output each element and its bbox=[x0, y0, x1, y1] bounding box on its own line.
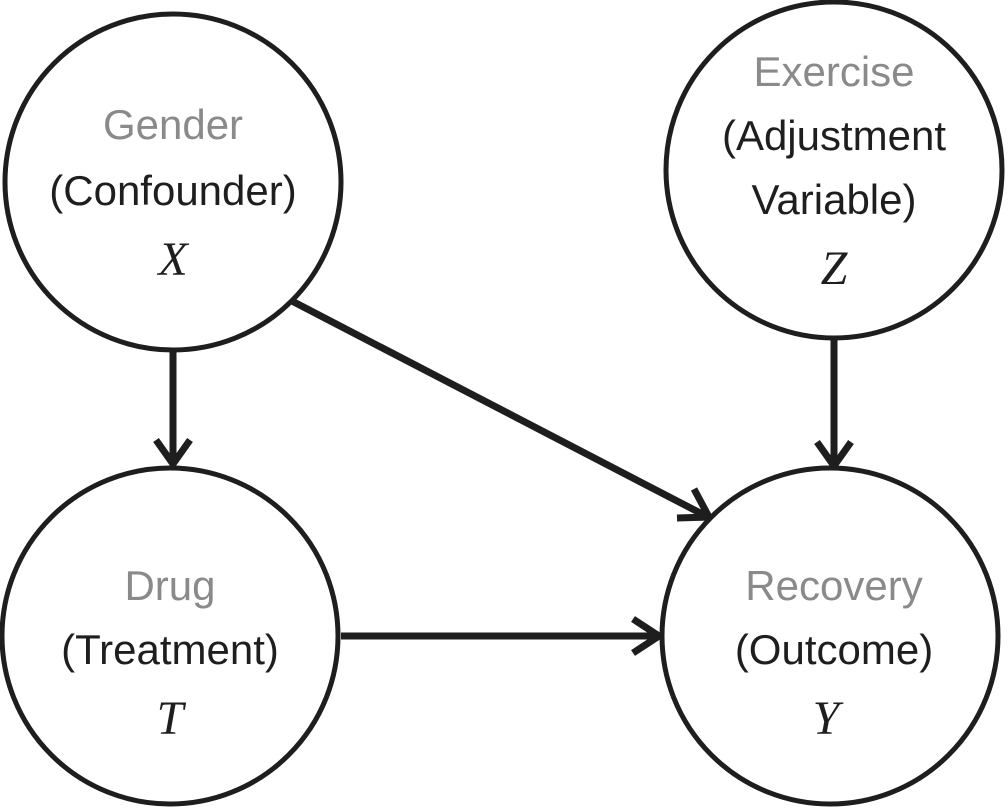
node-recovery-role: (Outcome) bbox=[735, 626, 933, 673]
edge-t-to-y bbox=[341, 616, 666, 656]
node-exercise-role-line1: (Adjustment bbox=[722, 112, 946, 159]
node-exercise-symbol: Z bbox=[821, 242, 849, 295]
node-exercise-name: Exercise bbox=[753, 48, 914, 95]
edge-x-to-y bbox=[288, 296, 715, 522]
node-exercise: Exercise (Adjustment Variable) Z bbox=[663, 0, 1005, 341]
node-drug: Drug (Treatment) T bbox=[0, 465, 341, 807]
node-gender-role: (Confounder) bbox=[49, 167, 296, 214]
node-gender: Gender (Confounder) X bbox=[2, 11, 344, 353]
edge-x-to-t bbox=[153, 348, 193, 471]
node-drug-symbol: T bbox=[157, 692, 187, 745]
edge-z-to-y bbox=[814, 338, 854, 473]
node-recovery: Recovery (Outcome) Y bbox=[659, 465, 1001, 807]
node-recovery-name: Recovery bbox=[745, 562, 922, 609]
node-recovery-symbol: Y bbox=[813, 692, 844, 745]
node-drug-name: Drug bbox=[124, 562, 215, 609]
node-drug-role: (Treatment) bbox=[61, 626, 279, 673]
node-gender-symbol: X bbox=[156, 233, 189, 286]
node-gender-name: Gender bbox=[103, 101, 243, 148]
node-exercise-role-line2: Variable) bbox=[752, 176, 917, 223]
